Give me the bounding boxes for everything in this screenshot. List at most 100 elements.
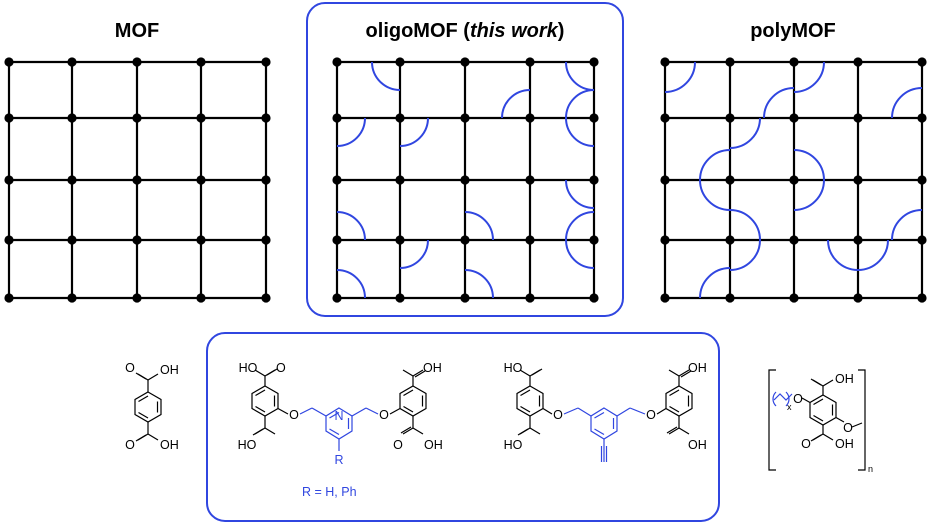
linker-arc — [891, 209, 923, 241]
metal-node — [853, 113, 863, 123]
metal-node — [395, 57, 405, 67]
metal-node — [67, 175, 77, 185]
pyridyl-oh-top-right: OH — [423, 361, 442, 375]
metal-node — [332, 113, 342, 123]
metal-node — [460, 293, 470, 303]
polymer-o-right: O — [843, 421, 853, 435]
linker-arc — [699, 179, 731, 211]
metal-node — [725, 175, 735, 185]
linker-arc — [336, 269, 366, 299]
polymof-grid — [660, 57, 927, 303]
linker-arc — [399, 117, 429, 147]
metal-node — [67, 235, 77, 245]
linker-arc — [565, 61, 595, 91]
metal-node — [589, 175, 599, 185]
metal-node — [460, 57, 470, 67]
linker-arc — [729, 117, 761, 149]
metal-node — [196, 113, 206, 123]
metal-node — [589, 235, 599, 245]
pyridyl-oh-bottom-right: OH — [424, 438, 443, 452]
metal-node — [853, 57, 863, 67]
metal-node — [332, 175, 342, 185]
linker-arc — [399, 239, 429, 269]
pyridyl-r-note: R = H, Ph — [302, 485, 357, 499]
metal-node — [395, 175, 405, 185]
linker-arc — [699, 149, 731, 181]
metal-node — [332, 293, 342, 303]
metal-node — [4, 175, 14, 185]
linker-arc — [565, 89, 595, 119]
metal-node — [853, 293, 863, 303]
polymof-linker-arcs — [664, 61, 923, 299]
metal-node — [917, 113, 927, 123]
metal-node — [589, 113, 599, 123]
metal-node — [660, 293, 670, 303]
pyridyl-linker-structure — [251, 368, 427, 451]
metal-node — [525, 113, 535, 123]
linker-arc — [336, 211, 366, 241]
linker-arc — [699, 267, 731, 299]
panel-title-mof: MOF — [115, 20, 159, 42]
panel-title-polymof: polyMOF — [750, 20, 836, 42]
metal-node — [725, 235, 735, 245]
pyridyl-o-bottom-right: O — [393, 438, 403, 452]
metal-node — [196, 235, 206, 245]
linker-arc — [664, 61, 696, 93]
metal-node — [261, 235, 271, 245]
oligomof-linker-arcs — [336, 61, 595, 299]
linker-arc — [464, 269, 494, 299]
alkyne-oh-bottom-right: OH — [688, 438, 707, 452]
metal-node — [660, 57, 670, 67]
mof-grid — [4, 57, 271, 303]
linker-arc — [891, 87, 923, 119]
metal-node — [132, 113, 142, 123]
metal-node — [196, 57, 206, 67]
polymer-o-bottom: O — [801, 437, 811, 451]
metal-node — [395, 113, 405, 123]
linker-arc — [793, 179, 825, 211]
metal-node — [132, 57, 142, 67]
metal-node — [4, 293, 14, 303]
metal-node — [525, 57, 535, 67]
metal-node — [67, 113, 77, 123]
metal-node — [525, 293, 535, 303]
metal-node — [261, 113, 271, 123]
polymer-n-subscript: n — [868, 464, 873, 474]
pyridyl-ho-top-left: HO — [239, 361, 258, 375]
metal-node — [261, 57, 271, 67]
alkyne-oh-top-right: OH — [688, 361, 707, 375]
linker-arc — [793, 149, 825, 181]
pyridyl-ether-o-right: O — [379, 408, 389, 422]
metal-node — [525, 175, 535, 185]
linker-arc — [729, 239, 761, 271]
alkyne-ether-o-right: O — [646, 408, 656, 422]
metal-node — [789, 175, 799, 185]
metal-node — [917, 293, 927, 303]
metal-node — [917, 175, 927, 185]
metal-node — [725, 57, 735, 67]
metal-node — [589, 57, 599, 67]
metal-node — [132, 175, 142, 185]
metal-node — [132, 235, 142, 245]
metal-node — [196, 293, 206, 303]
linker-highlight-box — [206, 332, 720, 522]
linker-arc — [371, 61, 401, 91]
metal-node — [261, 293, 271, 303]
pyridyl-ether-o-left: O — [289, 408, 299, 422]
metal-node — [789, 293, 799, 303]
metal-node — [917, 57, 927, 67]
metal-node — [853, 175, 863, 185]
metal-node — [589, 293, 599, 303]
linker-arc — [464, 211, 494, 241]
metal-node — [660, 235, 670, 245]
metal-node — [525, 235, 535, 245]
linker-arc — [565, 117, 595, 147]
terephthalic-o-bottom: O — [125, 438, 135, 452]
metal-node — [789, 57, 799, 67]
linker-arc — [857, 239, 889, 271]
terephthalic-acid-structure — [134, 372, 162, 442]
terephthalic-o-top: O — [125, 361, 135, 375]
metal-node — [261, 175, 271, 185]
polymer-x-subscript: x — [787, 402, 792, 412]
